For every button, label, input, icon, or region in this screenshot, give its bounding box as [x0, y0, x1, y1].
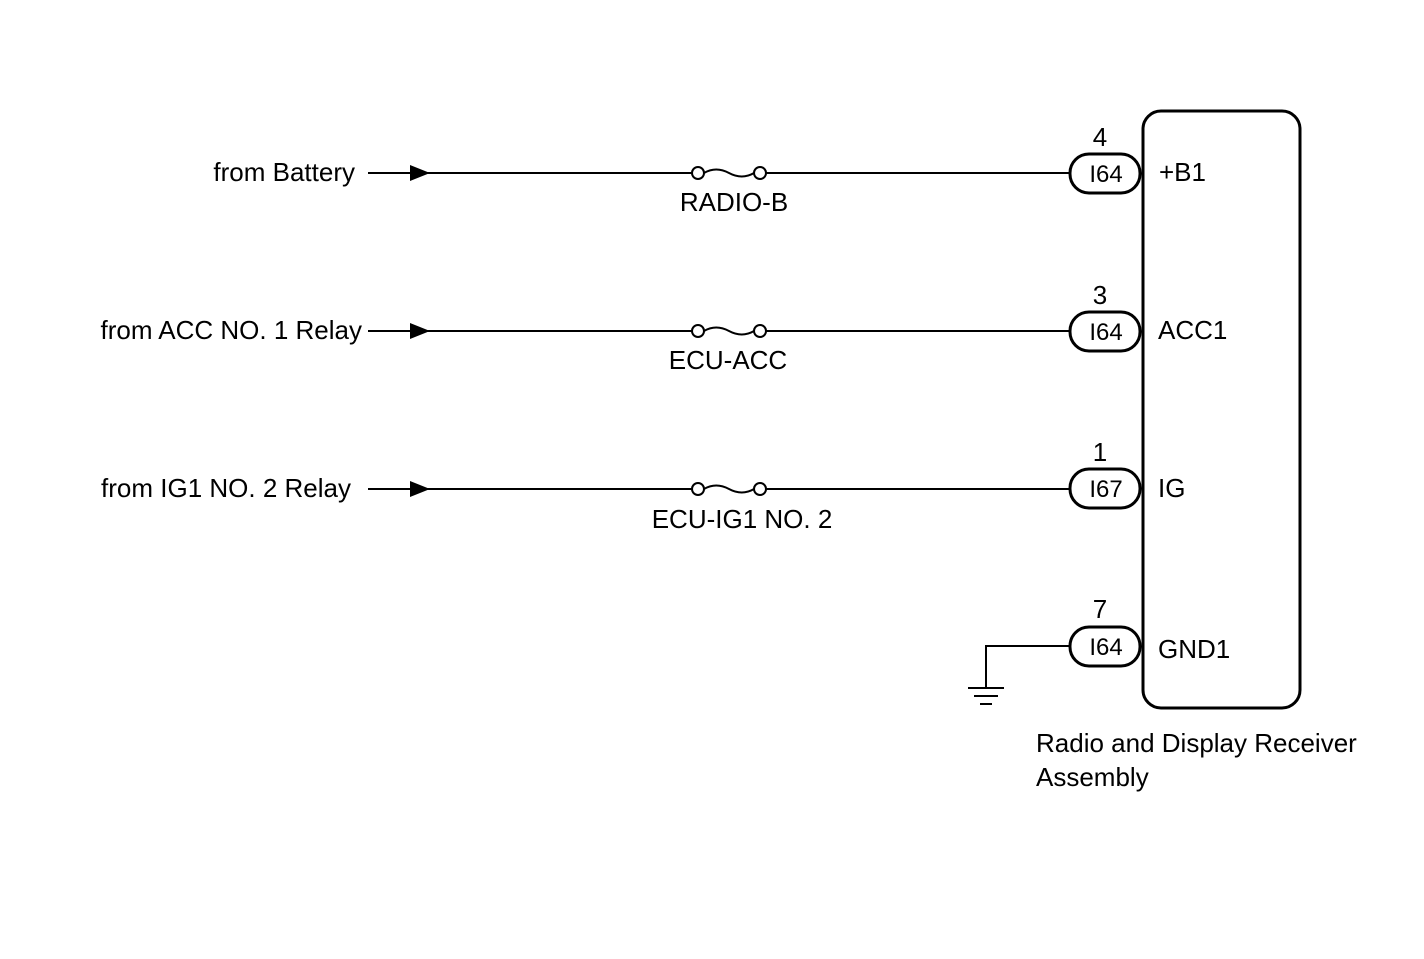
connector-badge: [1068, 310, 1142, 353]
connector-code: I64: [1089, 634, 1122, 661]
terminal-name: GND1: [1158, 634, 1230, 664]
fuse-icon: [691, 324, 767, 338]
fuse-label: ECU-IG1 NO. 2: [652, 504, 833, 534]
fuse-label: RADIO-B: [680, 187, 788, 217]
connector-badge: [1068, 467, 1142, 510]
terminal-name: IG: [1158, 473, 1185, 503]
source-label: from IG1 NO. 2 Relay: [101, 473, 351, 503]
connector-code: I64: [1089, 161, 1122, 188]
fuse-icon: [691, 482, 767, 496]
circuit-battery: from Battery RADIO-B 4 I64 +B1: [213, 122, 1206, 217]
source-label: from Battery: [213, 157, 355, 187]
circuit-ground: 7 I64 GND1: [968, 594, 1230, 705]
component-name-line1: Radio and Display Receiver: [1036, 728, 1357, 758]
circuit-acc: from ACC NO. 1 Relay ECU-ACC 3 I64 ACC1: [100, 280, 1227, 375]
pin-number: 1: [1093, 437, 1107, 467]
component-name-line2: Assembly: [1036, 762, 1149, 792]
pin-number: 3: [1093, 280, 1107, 310]
ground-icon: [968, 687, 1004, 705]
connector-code: I64: [1089, 319, 1122, 346]
fuse-icon: [691, 166, 767, 180]
pin-number: 7: [1093, 594, 1107, 624]
receiver-assembly-box: [1141, 109, 1302, 710]
terminal-name: +B1: [1159, 157, 1206, 187]
arrow-icon: [410, 481, 430, 497]
connector-badge: [1068, 152, 1142, 195]
circuit-ig: from IG1 NO. 2 Relay ECU-IG1 NO. 2 1 I67…: [101, 437, 1185, 534]
connector-code: I67: [1089, 476, 1122, 503]
source-label: from ACC NO. 1 Relay: [100, 315, 362, 345]
fuse-label: ECU-ACC: [669, 345, 787, 375]
arrow-icon: [410, 323, 430, 339]
pin-number: 4: [1093, 122, 1107, 152]
arrow-icon: [410, 165, 430, 181]
terminal-name: ACC1: [1158, 315, 1227, 345]
